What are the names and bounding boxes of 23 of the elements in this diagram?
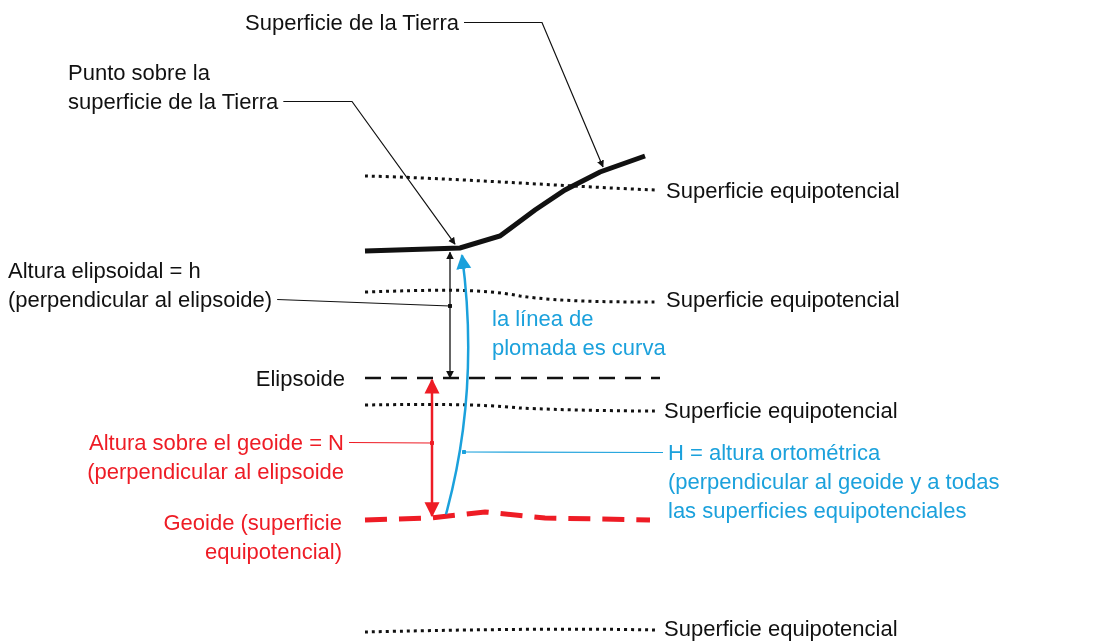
callout-text: Superficie de la Tierra — [245, 8, 525, 37]
geoid-line — [364, 509, 651, 523]
double-arrow — [446, 251, 454, 379]
surface-label: Superficie equipotencial — [666, 286, 901, 314]
callout-text: Altura elipsoidal = h (perpendicular al elipsoide) — [8, 256, 320, 314]
surface-label: Superficie equipotencial — [666, 177, 901, 205]
line-label: Geoide (superficie equipotencial) — [162, 509, 342, 566]
leader-line — [282, 100, 456, 245]
leader-line — [276, 298, 453, 309]
surface-label: Superficie equipotencial — [664, 397, 899, 425]
earth-surface-line — [364, 153, 646, 254]
arrow — [444, 253, 472, 515]
leader-line — [348, 440, 435, 446]
leader-line — [461, 449, 664, 455]
leader-line — [463, 21, 604, 168]
line-label: Elipsoide — [254, 365, 345, 393]
callout-text: Altura sobre el geoide = N (perpendicular al elipsoide — [12, 428, 344, 486]
double-arrow — [424, 378, 440, 518]
callout-text: Punto sobre la superficie de la Tierra — [68, 58, 294, 116]
callout-text: H = altura ortométrica (perpendicular al geoide y a todas las superficies equipotenciales — [668, 438, 1010, 525]
note-text: la línea de plomada es curva — [492, 305, 667, 362]
ellipsoid-line — [365, 376, 660, 380]
surface-label: Superficie equipotencial — [664, 615, 899, 643]
